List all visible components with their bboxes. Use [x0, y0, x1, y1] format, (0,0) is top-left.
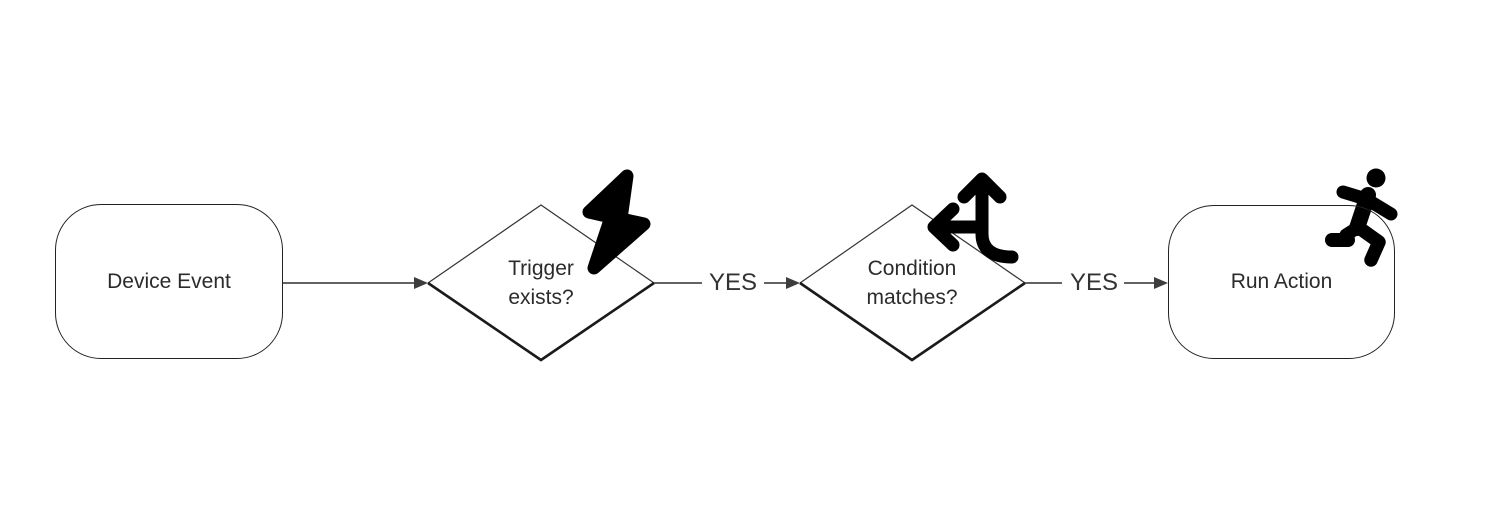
node-device-event: Device Event	[55, 204, 283, 359]
node-device-event-label: Device Event	[107, 269, 231, 293]
node-run-action: Run Action	[1168, 205, 1395, 359]
lightning-bolt-icon	[582, 169, 651, 275]
arrowhead-icon	[414, 277, 428, 289]
edge-label-yes-1: YES	[708, 269, 758, 296]
diamond-bottom-edges	[427, 281, 655, 362]
edge-trigger-to-condition	[654, 277, 800, 289]
node-run-action-label: Run Action	[1230, 270, 1333, 293]
runner-front-arm	[1361, 193, 1398, 221]
arrows-split-up-left-icon	[927, 172, 1019, 264]
diamond-bottom-edges	[799, 281, 1026, 362]
node-trigger-exists-label: Trigger exists?	[508, 257, 574, 309]
arrowhead-icon	[1154, 277, 1168, 289]
split-up-arrowhead	[957, 172, 1007, 204]
arrowhead-icon	[786, 277, 800, 289]
edge-condition-to-action	[1025, 277, 1168, 289]
node-condition-matches-label: Condition matches?	[866, 257, 958, 309]
edge-label-yes-2: YES	[1069, 269, 1119, 296]
split-shaft	[975, 179, 1019, 264]
edge-device-event-to-trigger	[283, 277, 428, 289]
split-left-arrowhead	[927, 202, 960, 252]
